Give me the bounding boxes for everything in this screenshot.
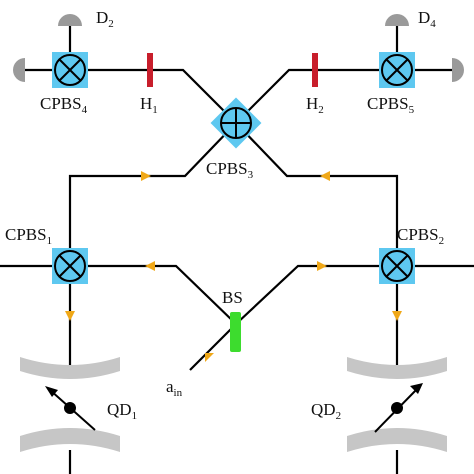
half-wave-plate-h2 xyxy=(312,53,318,87)
arrow-input-icon xyxy=(205,353,214,362)
cpbs5-element xyxy=(379,52,415,88)
cpbs3-element xyxy=(210,97,262,149)
qd2-spin xyxy=(374,383,423,433)
detector-d4-icon xyxy=(385,14,409,26)
label-cpbs5: CPBS5 xyxy=(367,94,415,116)
beam-splitter-bs xyxy=(230,312,241,352)
qd2-dot-icon xyxy=(391,402,403,414)
cpbs2-cross-icon xyxy=(386,255,408,277)
qd1-spin xyxy=(45,386,96,431)
label-qd1: QD1 xyxy=(107,400,137,422)
cpbs5-circle xyxy=(381,54,413,86)
qd2-cavity-bottom-mirror xyxy=(347,428,447,452)
cpbs3-cross-icon xyxy=(222,109,250,137)
label-cpbs4: CPBS4 xyxy=(40,94,88,116)
qd1-cavity-top-mirror xyxy=(20,357,120,379)
label-bs: BS xyxy=(222,288,243,307)
cpbs4-circle xyxy=(54,54,86,86)
qd1-cavity xyxy=(20,357,120,452)
arrow-left-horizontal-icon xyxy=(145,261,155,271)
label-cpbs3: CPBS3 xyxy=(206,159,254,181)
half-wave-plate-h1 xyxy=(147,53,153,87)
path-input-beam xyxy=(189,323,237,371)
qd2-spin-arrowhead-icon xyxy=(410,383,423,394)
arrow-right-horizontal-icon xyxy=(317,261,327,271)
cpbs1-element xyxy=(52,248,88,284)
detector-right-icon xyxy=(452,58,464,82)
path-top-right-arm xyxy=(235,68,452,124)
qd2-cavity-top-mirror xyxy=(347,357,447,379)
label-d4: D4 xyxy=(418,8,436,30)
label-cpbs2: CPBS2 xyxy=(397,225,444,247)
path-left-loop xyxy=(68,122,237,266)
cpbs1-circle xyxy=(54,250,86,282)
arrow-qd2-down-icon xyxy=(392,311,402,321)
detector-d2-icon xyxy=(58,14,82,26)
path-left-horizontal xyxy=(0,264,237,325)
detector-d4 xyxy=(385,14,409,26)
cpbs1-cross-icon xyxy=(59,255,81,277)
path-right-loop xyxy=(235,122,399,266)
arrow-right-top-left-icon xyxy=(320,171,330,181)
qd1-spin-arrowhead-icon xyxy=(45,386,58,397)
path-right-horizontal xyxy=(235,264,474,325)
label-h1: H1 xyxy=(140,94,158,116)
cpbs2-circle xyxy=(381,250,413,282)
qd2-cavity xyxy=(347,357,447,452)
detector-d2 xyxy=(58,14,82,26)
arrow-qd1-down-icon xyxy=(65,311,75,321)
cpbs3-circle xyxy=(220,107,252,139)
label-d2: D2 xyxy=(96,8,114,30)
label-cpbs1: CPBS1 xyxy=(5,225,52,247)
cpbs5-cross-icon xyxy=(386,59,408,81)
cpbs4-element xyxy=(52,52,88,88)
label-h2: H2 xyxy=(306,94,324,116)
qd1-dot-icon xyxy=(64,402,76,414)
detector-left-icon xyxy=(13,58,25,82)
label-ain: ain xyxy=(166,377,183,399)
label-qd2: QD2 xyxy=(311,400,341,422)
qd1-cavity-bottom-mirror xyxy=(20,428,120,452)
arrow-left-top-right-icon xyxy=(141,171,151,181)
cpbs4-cross-icon xyxy=(59,59,81,81)
propagation-arrows xyxy=(65,171,402,362)
detector-right xyxy=(452,58,464,82)
cpbs2-element xyxy=(379,248,415,284)
detector-left xyxy=(13,58,25,82)
